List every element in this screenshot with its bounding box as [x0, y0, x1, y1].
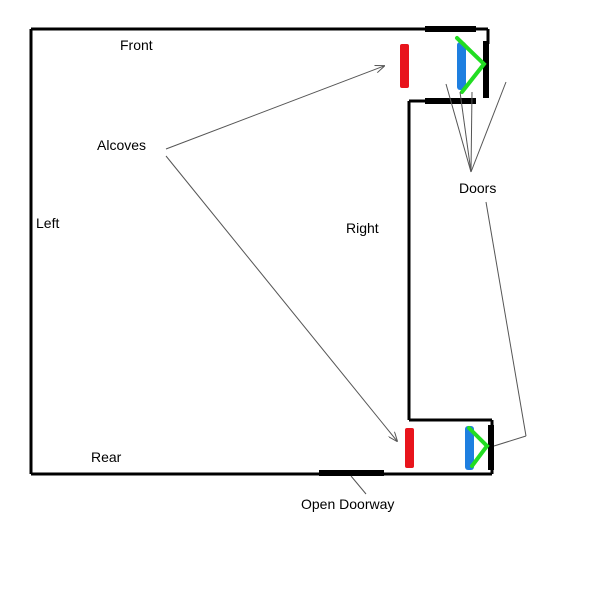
room-walls: [29, 27, 494, 476]
alcoves-label: Alcoves: [97, 137, 146, 153]
doors-leader-rear-end: [493, 435, 527, 447]
doors-leader-4: [470, 81, 507, 173]
door-swings: [455, 36, 490, 468]
door-frames: [319, 26, 494, 476]
rear-label: Rear: [91, 449, 122, 465]
alcoves-arrow-front: [165, 66, 384, 150]
front-door-panel: [457, 42, 466, 90]
left-label: Left: [36, 215, 59, 231]
alcoves-arrow-rear: [165, 155, 397, 441]
right-label: Right: [346, 220, 379, 236]
doors-leader-2: [459, 91, 472, 173]
open-doorway-leader: [350, 475, 367, 495]
front-alcove-marker: [400, 44, 409, 88]
annotation-arrows: [165, 66, 527, 495]
rear-door-swing: [467, 426, 490, 468]
doors-leader-1: [445, 83, 472, 173]
doors-label: Doors: [459, 180, 496, 196]
doors-leader-rear: [485, 201, 527, 437]
rear-alcove-marker: [405, 428, 414, 468]
rear-door-panel: [465, 426, 474, 470]
front-label: Front: [120, 37, 153, 53]
front-door-swing: [455, 36, 487, 94]
doors-leader-3: [470, 91, 473, 173]
open-doorway-label: Open Doorway: [301, 496, 394, 512]
